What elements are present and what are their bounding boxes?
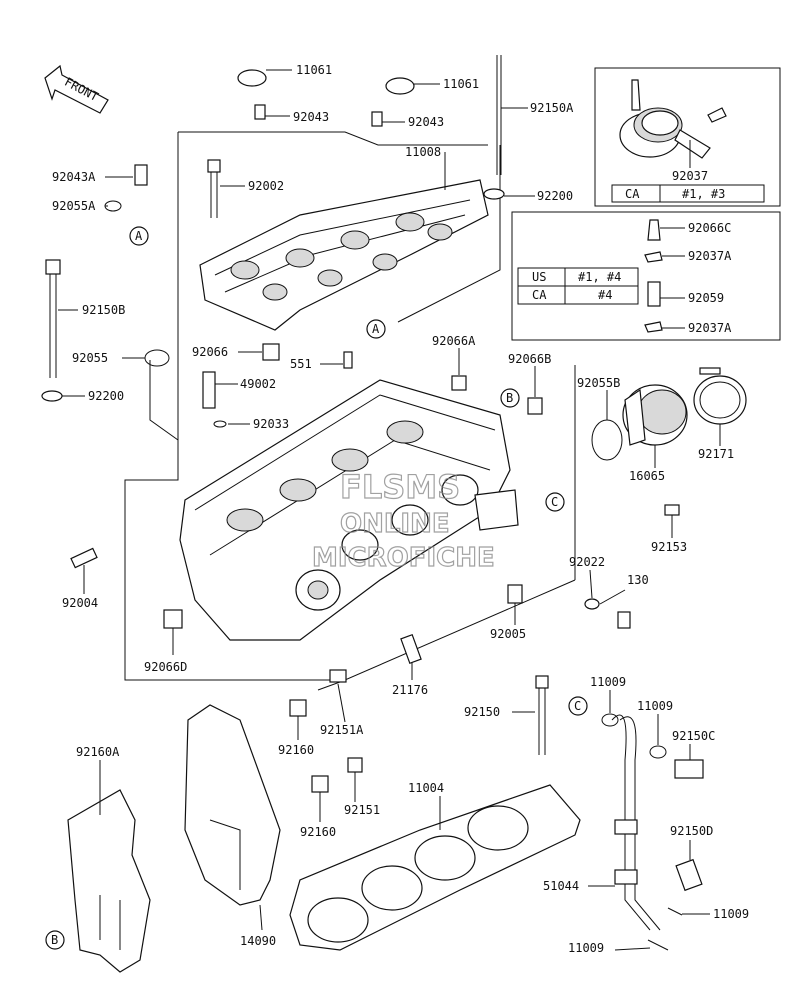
- part-92059-label: 92059: [688, 291, 724, 305]
- o-ring-92055B: [591, 419, 623, 461]
- inset-table-top: CA #1, #3: [611, 184, 765, 203]
- part-label: 92150B: [82, 303, 125, 317]
- leader-lines: [58, 69, 721, 951]
- part-label: 49002: [240, 377, 276, 391]
- part-label: 92043: [293, 110, 329, 124]
- part-label: 11009: [713, 907, 749, 921]
- watermark-line: MICROFICHE: [312, 543, 495, 573]
- part-label: 92171: [698, 447, 734, 461]
- part-label: 551: [290, 357, 312, 371]
- callout-b: B: [506, 391, 513, 405]
- assembly-outline: [124, 131, 576, 681]
- part-label: 92043A: [52, 170, 96, 184]
- part-label: 92004: [62, 596, 98, 610]
- part-label: 92153: [651, 540, 687, 554]
- table-top-cell: #1, #3: [682, 187, 725, 201]
- callouts: A A B C C B: [45, 226, 588, 950]
- callout-a: A: [372, 322, 380, 336]
- part-label: 11009: [590, 675, 626, 689]
- inset-table-mid: US #1, #4 CA #4: [517, 267, 639, 305]
- part-label: 92150C: [672, 729, 715, 743]
- part-92037A-label: 92037A: [688, 321, 732, 335]
- part-label: 92160: [278, 743, 314, 757]
- part-label: 92066A: [432, 334, 476, 348]
- part-label: 92150D: [670, 824, 713, 838]
- small-parts: [41, 55, 704, 951]
- part-label: 92200: [537, 189, 573, 203]
- part-label: 92150A: [530, 101, 574, 115]
- inset-hose-box: US #1, #4 CA #4 92066C 92037A 92059 9203…: [511, 211, 781, 341]
- part-label: 92150: [464, 705, 500, 719]
- part-label: 92151: [344, 803, 380, 817]
- part-label: 92160: [300, 825, 336, 839]
- part-label: 92066B: [508, 352, 551, 366]
- table-top-cell: CA: [625, 187, 640, 201]
- part-label: 16065: [629, 469, 665, 483]
- part-label: 92160A: [76, 745, 120, 759]
- part-label: 92022: [569, 555, 605, 569]
- part-92066C-label: 92066C: [688, 221, 731, 235]
- holder-16065: [622, 384, 688, 446]
- part-label: 51044: [543, 879, 579, 893]
- part-92037-label: 92037: [672, 169, 708, 183]
- part-label: 92043: [408, 115, 444, 129]
- part-label: 92002: [248, 179, 284, 193]
- callout-c: C: [551, 495, 558, 509]
- part-label: 92055: [72, 351, 108, 365]
- part-label: 92033: [253, 417, 289, 431]
- callout-c: C: [574, 699, 581, 713]
- part-label: 21176: [392, 683, 428, 697]
- part-label: 92066: [192, 345, 228, 359]
- part-label: 92005: [490, 627, 526, 641]
- part-label: 11061: [296, 63, 332, 77]
- table-mid-cell: US: [532, 270, 546, 284]
- table-mid-cell: CA: [532, 288, 547, 302]
- head-gasket: [289, 784, 581, 951]
- part-label: 92055A: [52, 199, 96, 213]
- clamp-92171: [693, 367, 747, 425]
- part-label: 11008: [405, 145, 441, 159]
- part-label: 14090: [240, 934, 276, 948]
- watermark: FLSMS ONLINE MICROFICHE: [311, 467, 495, 573]
- inset-throttle-box: 92037 CA #1, #3: [594, 67, 781, 207]
- part-label: 130: [627, 573, 649, 587]
- part-label: 92066D: [144, 660, 187, 674]
- part-label: 11004: [408, 781, 444, 795]
- part-label: 92151A: [320, 723, 364, 737]
- side-cover-rear: [67, 789, 151, 973]
- front-arrow: FRONT: [44, 64, 109, 114]
- part-labels: 11061 11061 92043 92043 92150A 11008 920…: [52, 63, 749, 955]
- side-cover-front: [184, 704, 281, 906]
- table-mid-cell: #4: [598, 288, 612, 302]
- part-label: 11009: [568, 941, 604, 955]
- part-label: 92055B: [577, 376, 620, 390]
- table-mid-cell: #1, #4: [578, 270, 621, 284]
- callout-a: A: [135, 229, 143, 243]
- part-label: 92200: [88, 389, 124, 403]
- part-92037A-label: 92037A: [688, 249, 732, 263]
- cylinder-head: [179, 379, 519, 641]
- watermark-line: ONLINE: [340, 509, 450, 539]
- watermark-line: FLSMS: [340, 468, 460, 506]
- part-label: 11009: [637, 699, 673, 713]
- callout-b: B: [51, 933, 58, 947]
- part-label: 11061: [443, 77, 479, 91]
- camshaft-holder: [199, 179, 489, 331]
